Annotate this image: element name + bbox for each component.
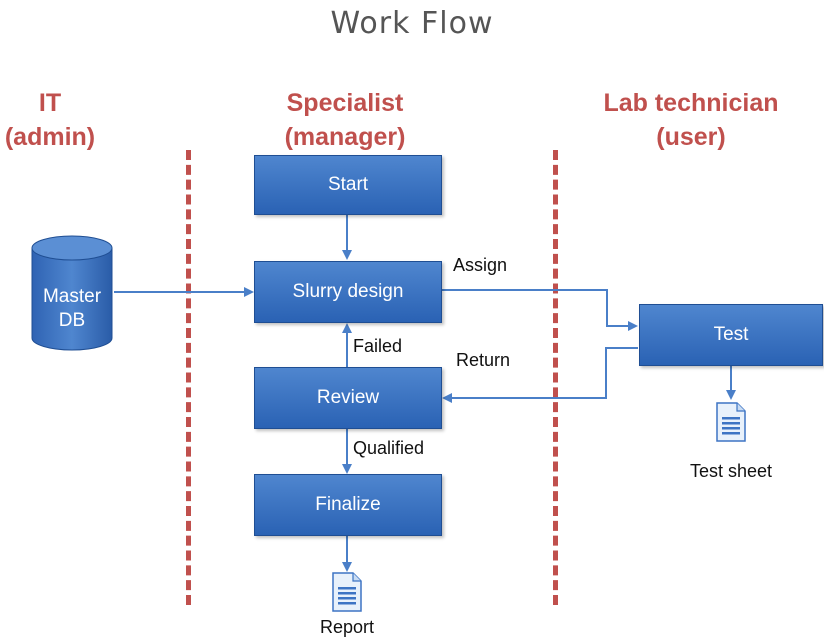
master-db-label: Master DB xyxy=(30,285,114,333)
role-lab-name: Lab technician xyxy=(603,89,779,117)
node-slurry-design: Slurry design xyxy=(254,261,442,323)
arrow-return xyxy=(442,347,638,403)
report-document-icon xyxy=(332,572,362,612)
report-label: Report xyxy=(319,617,375,637)
node-start: Start xyxy=(254,155,442,215)
database-icon xyxy=(31,235,113,351)
role-lab: Lab technician (user) xyxy=(576,86,806,154)
node-review: Review xyxy=(254,367,442,429)
role-specialist: Specialist (manager) xyxy=(250,86,440,154)
role-specialist-name: Specialist xyxy=(286,89,404,117)
node-test: Test xyxy=(639,304,823,366)
diagram-title: Work Flow xyxy=(330,6,494,41)
test-sheet-document-icon xyxy=(716,402,746,442)
test-sheet-label: Test sheet xyxy=(689,461,773,481)
role-lab-qualifier: (user) xyxy=(656,123,726,151)
edge-label-qualified: Qualified xyxy=(353,438,425,458)
arrow-assign xyxy=(441,289,638,331)
lane-divider-right xyxy=(553,150,558,605)
master-db-label-line2: DB xyxy=(58,310,86,331)
role-specialist-qualifier: (manager) xyxy=(284,123,406,151)
master-db-label-line1: Master xyxy=(42,286,102,307)
role-it-name: IT xyxy=(38,89,62,117)
role-it: IT (admin) xyxy=(0,86,100,154)
lane-divider-left xyxy=(186,150,191,605)
edge-label-failed: Failed xyxy=(353,336,403,356)
edge-label-return: Return xyxy=(456,350,511,370)
node-finalize: Finalize xyxy=(254,474,442,536)
edge-label-assign: Assign xyxy=(453,255,508,275)
role-it-qualifier: (admin) xyxy=(4,123,96,151)
